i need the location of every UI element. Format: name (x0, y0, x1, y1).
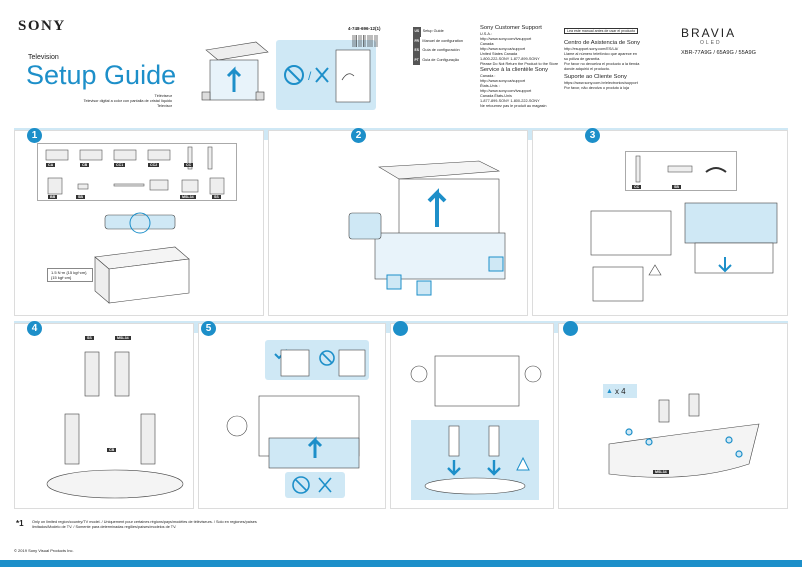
part-tag-cc: CC (184, 163, 194, 167)
part-tag-cb-4: CB (107, 448, 117, 452)
no-touch-screen-illustration: / (276, 40, 376, 110)
part-tag-cc1: CC1 (114, 163, 126, 167)
part-tag-ss: SS (212, 195, 221, 199)
step-1-number: 1 (27, 128, 42, 143)
part-tag-sb-3: SB (672, 185, 681, 189)
brand-logo: SONY (18, 18, 66, 34)
barcode-icon (352, 35, 378, 47)
step-6-number (393, 321, 408, 336)
support-us: Sony Customer Support U.S.A.: http://www… (480, 25, 559, 108)
step-3-panel: 3 CC SB (532, 128, 788, 316)
screw-stand-illustration (608, 393, 760, 478)
place-tv-on-stand-illustration (226, 395, 360, 498)
step-1-panel: 1 CA CB CC1 CC2 CC BB SB MSL34 SS 1.5 N·… (14, 128, 264, 316)
read-manual-note: Lea este manual antes de usar el product… (564, 28, 639, 34)
svg-text:/: / (308, 69, 312, 83)
part-tag-cb: CB (80, 163, 90, 167)
unbox-illustration (201, 41, 269, 101)
hold-tv-correctly-illustration (265, 340, 369, 380)
part-tag-msl34-7: MSL34 (653, 470, 669, 474)
parts-box: CA CB CC1 CC2 CC BB SB MSL34 SS (37, 143, 237, 201)
subtitles: Téléviseur Televisor digital a color con… (32, 94, 172, 109)
screw-count: x 4 (614, 386, 626, 396)
region-note: Only on limited region/country/TV model.… (32, 520, 257, 529)
mount-tv-illustration (410, 355, 542, 500)
step-6-panel (390, 321, 554, 509)
parts-illustration (45, 146, 225, 195)
screw-up-icon: ▲ (606, 387, 613, 395)
step-4-panel: 4 SS MSL34 CB (14, 321, 194, 509)
category-label: Television (28, 54, 59, 61)
part-tag-cc2: CC2 (148, 163, 160, 167)
part-tag-cc-3: CC (632, 185, 642, 189)
step-3-parts (635, 155, 727, 183)
remove-cushion-illustration (590, 202, 778, 302)
part-tag-sb: SB (76, 195, 85, 199)
bravia-logo: BRAVIA (681, 26, 737, 40)
step-3-parts-box: CC SB (625, 151, 737, 191)
product-code: 4-748-696-12(1) (348, 26, 381, 31)
part-tag-msl34-4: MSL34 (115, 336, 131, 340)
model-list: XBR-77A9G / 65A9G / 55A9G (681, 50, 756, 56)
part-tag-bb: BB (48, 195, 58, 199)
oled-logo: OLED (700, 40, 722, 46)
lift-tv-illustration (348, 160, 506, 296)
step-2-panel: 2 (268, 128, 528, 316)
step-5-panel: 5 (198, 321, 386, 509)
note-mark: *1 (16, 519, 24, 528)
step-7-panel: ▲ x 4 MSL34 (558, 321, 788, 509)
support-es-pt: Centro de Asistencia de Sony http://esup… (564, 40, 641, 90)
page-title: Setup Guide (26, 60, 177, 90)
stand-assembly-illustration (46, 351, 184, 499)
torque-spec: 1.5 N·m {15 kgf·cm} {15 kgf·cm} (47, 268, 93, 282)
step-7-number (563, 321, 578, 336)
tv-in-box-illustration (94, 212, 190, 304)
step-3-number: 3 (585, 128, 600, 143)
part-tag-ss-4: SS (85, 336, 94, 340)
part-tag-msl34: MSL34 (180, 195, 196, 199)
step-5-number: 5 (201, 321, 216, 336)
subtitle-es: Televisor digital a color con pantalla d… (83, 99, 172, 103)
screw-count-badge: ▲ x 4 (603, 384, 637, 398)
bottom-bar (0, 560, 802, 567)
part-tag-ca: CA (46, 163, 56, 167)
subtitle-fr: Téléviseur (154, 94, 172, 98)
copyright: © 2019 Sony Visual Products Inc. (14, 548, 74, 553)
step-4-number: 4 (27, 321, 42, 336)
step-2-number: 2 (351, 128, 366, 143)
subtitle-pt: Televisor (157, 104, 172, 108)
